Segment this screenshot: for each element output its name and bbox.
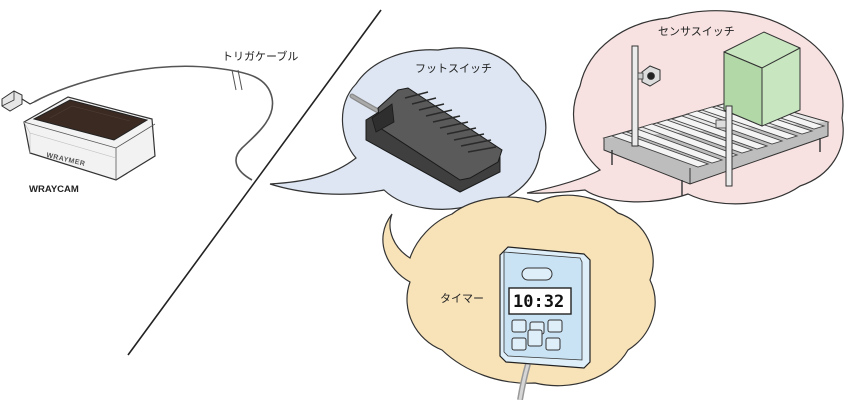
trigger-cable	[33, 65, 274, 181]
timer-button	[527, 329, 543, 347]
foot-switch-label: フットスイッチ	[415, 62, 492, 75]
timer-device: 10:32	[499, 246, 591, 369]
trigger-cable-label: トリガケーブル	[222, 49, 298, 63]
foot-pedal	[377, 87, 503, 181]
timer-label: タイマー	[440, 292, 484, 305]
sensor-target-box	[723, 31, 801, 127]
timer-display-value: 10:32	[513, 292, 564, 312]
sensor-switch-label: センサスイッチ	[658, 25, 735, 38]
timer-button	[545, 337, 561, 351]
sensor-switch-bubble: センサスイッチ	[526, 10, 844, 205]
timer-button	[511, 337, 527, 351]
camera-top-panel	[32, 99, 149, 141]
sensor-pole-right	[715, 105, 733, 187]
trigger-plug	[1, 90, 35, 112]
wraycam-device: WRAYMER	[1, 90, 156, 181]
timer-button	[547, 319, 563, 333]
sensor-pole-left	[631, 45, 661, 147]
camera-name-label: WRAYCAM	[29, 184, 79, 195]
divider-line	[127, 9, 382, 356]
foot-switch-bubble: フットスイッチ	[269, 47, 547, 210]
timer-display	[508, 287, 572, 315]
timer-bubble: タイマー 10:32	[382, 194, 656, 400]
timer-button	[511, 319, 527, 333]
